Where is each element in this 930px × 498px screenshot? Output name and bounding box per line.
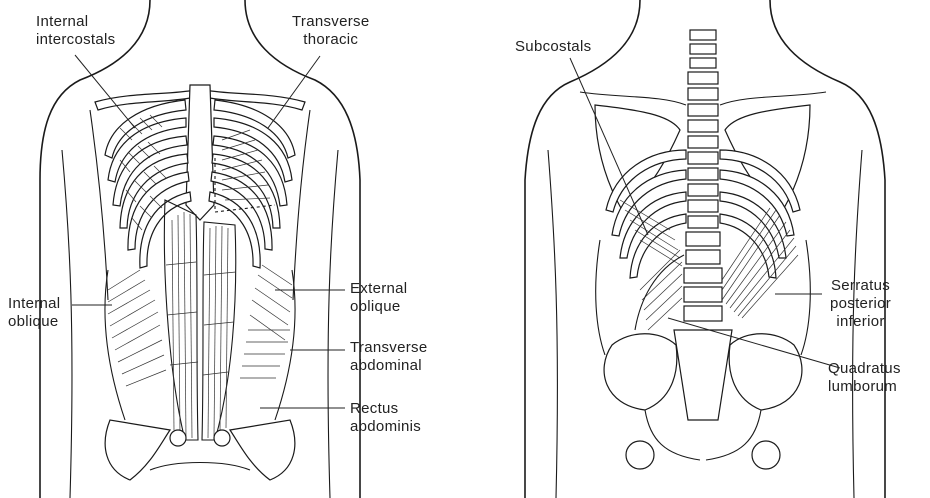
label-line: Transverse bbox=[292, 13, 369, 31]
posterior-torso-illustration bbox=[525, 0, 885, 498]
label-line: inferior bbox=[830, 313, 891, 331]
label-line: External bbox=[350, 280, 407, 298]
label-line: posterior bbox=[830, 295, 891, 313]
vertebral-column bbox=[674, 30, 732, 420]
anterior-torso-illustration bbox=[40, 0, 360, 498]
label-transverse-abdominal: Transverse abdominal bbox=[350, 339, 427, 375]
label-quadratus-lumborum: Quadratus lumborum bbox=[828, 360, 901, 396]
label-serratus-posterior-inferior: Serratus posterior inferior bbox=[830, 277, 891, 331]
label-line: Internal bbox=[36, 13, 115, 31]
label-external-oblique: External oblique bbox=[350, 280, 407, 316]
label-line: oblique bbox=[8, 313, 60, 331]
label-line: intercostals bbox=[36, 31, 115, 49]
label-line: Transverse bbox=[350, 339, 427, 357]
label-line: abdominis bbox=[350, 418, 421, 436]
label-subcostals: Subcostals bbox=[515, 38, 591, 56]
label-line: Internal bbox=[8, 295, 60, 313]
label-internal-intercostals: Internal intercostals bbox=[36, 13, 115, 49]
label-transverse-thoracic: Transverse thoracic bbox=[292, 13, 369, 49]
label-line: Quadratus bbox=[828, 360, 901, 378]
label-line: Rectus bbox=[350, 400, 421, 418]
label-line: oblique bbox=[350, 298, 407, 316]
label-line: thoracic bbox=[292, 31, 369, 49]
label-line: abdominal bbox=[350, 357, 427, 375]
label-internal-oblique: Internal oblique bbox=[8, 295, 60, 331]
label-line: Serratus bbox=[830, 277, 891, 295]
label-line: Subcostals bbox=[515, 38, 591, 56]
label-line: lumborum bbox=[828, 378, 901, 396]
label-rectus-abdominis: Rectus abdominis bbox=[350, 400, 421, 436]
